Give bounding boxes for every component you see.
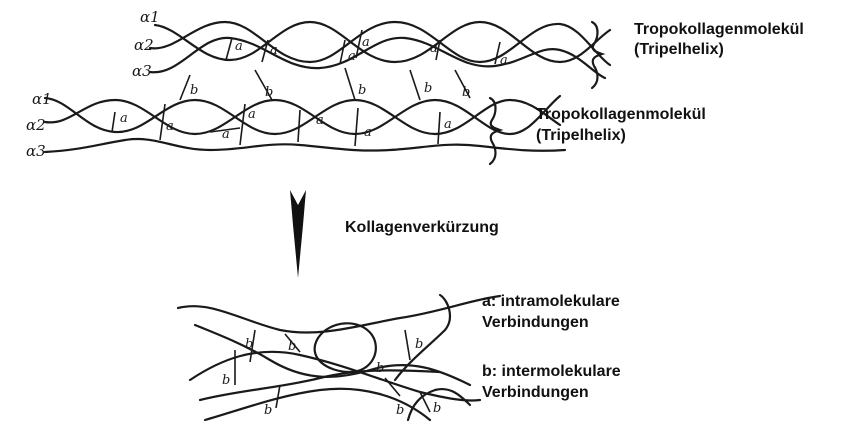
- top-bond-label: a: [430, 41, 438, 56]
- top-helix-subtitle: (Tripelhelix): [634, 40, 724, 60]
- tangle-strand: [178, 296, 500, 333]
- bottom-strand-label: α1: [32, 90, 52, 108]
- bottom-bond-label: a: [222, 127, 230, 142]
- bottom-bond-label: a: [120, 111, 128, 126]
- tangle-bond-label: b: [222, 373, 230, 388]
- bottom-strand-label: α2: [26, 116, 46, 134]
- inter-bond-label: b: [190, 83, 198, 98]
- inter-bond: [180, 75, 190, 100]
- bottom-brace: [490, 98, 500, 164]
- bottom-intra-bond: [112, 112, 115, 132]
- top-bond-label: a: [500, 53, 508, 68]
- top-helix-title: Tropokollagenmolekül: [634, 20, 804, 40]
- tangle-bond: [276, 385, 280, 408]
- bottom-helix-strand-3: [45, 139, 565, 152]
- bottom-strand-label: α3: [26, 142, 46, 160]
- top-bond-label: a: [235, 39, 243, 54]
- top-bond-label: a: [348, 49, 356, 64]
- bottom-bond-label: a: [166, 119, 174, 134]
- bottom-helix-subtitle: (Tripelhelix): [536, 126, 626, 146]
- top-bond-label: a: [270, 43, 278, 58]
- bottom-bond-label: a: [444, 117, 452, 132]
- top-intra-bond: [340, 40, 345, 64]
- inter-bond: [345, 68, 355, 100]
- top-intra-bond: [226, 38, 232, 60]
- top-bond-label: a: [362, 35, 370, 50]
- bottom-intra-bond: [240, 104, 245, 145]
- top-brace: [592, 22, 602, 88]
- bottom-helix-title: Tropokollagenmolekül: [536, 105, 706, 125]
- legend-b-line2: Verbindungen: [482, 383, 589, 403]
- tangle-bond-label: b: [264, 403, 272, 418]
- legend-b-line1: b: intermolekulare: [482, 362, 621, 382]
- tangled-collagen: b b b b b b b b: [178, 295, 500, 420]
- bottom-triple-helix: a a a a a a a α1 α2 α3: [26, 90, 565, 164]
- tangle-bond-label: b: [376, 361, 384, 376]
- inter-bond-label: b: [358, 83, 366, 98]
- bottom-intra-bond: [355, 108, 358, 146]
- inter-bond-label: b: [424, 81, 432, 96]
- down-arrow: [290, 190, 306, 278]
- legend-a-line1: a: intramolekulare: [482, 292, 620, 312]
- top-strand-label: α2: [134, 36, 154, 54]
- bottom-intra-bond: [298, 110, 300, 142]
- tangle-bond-label: b: [245, 337, 253, 352]
- tangle-bond-label: b: [288, 339, 296, 354]
- arrow-label: Kollagenverkürzung: [345, 218, 499, 238]
- tangle-bond: [385, 378, 400, 396]
- legend-a-line2: Verbindungen: [482, 313, 589, 333]
- top-strand-label: α1: [140, 8, 160, 26]
- inter-bond-label: b: [462, 85, 470, 100]
- bottom-intra-bond: [438, 112, 440, 144]
- bottom-bond-label: a: [364, 125, 372, 140]
- tangle-bond-label: b: [415, 337, 423, 352]
- tangle-bond: [405, 330, 410, 360]
- bottom-bond-label: a: [316, 113, 324, 128]
- tangle-bond-label: b: [433, 401, 441, 416]
- inter-bond-label: b: [265, 85, 273, 100]
- tangle-loop: [315, 323, 376, 372]
- tangle-strand: [200, 370, 440, 400]
- tangle-bond-label: b: [396, 403, 404, 418]
- top-triple-helix: a a a a a a α1 α2 α3: [132, 8, 610, 88]
- top-strand-label: α3: [132, 62, 152, 80]
- inter-bond: [410, 70, 420, 100]
- inter-bonds: b b b b b: [180, 68, 470, 100]
- bottom-bond-label: a: [248, 107, 256, 122]
